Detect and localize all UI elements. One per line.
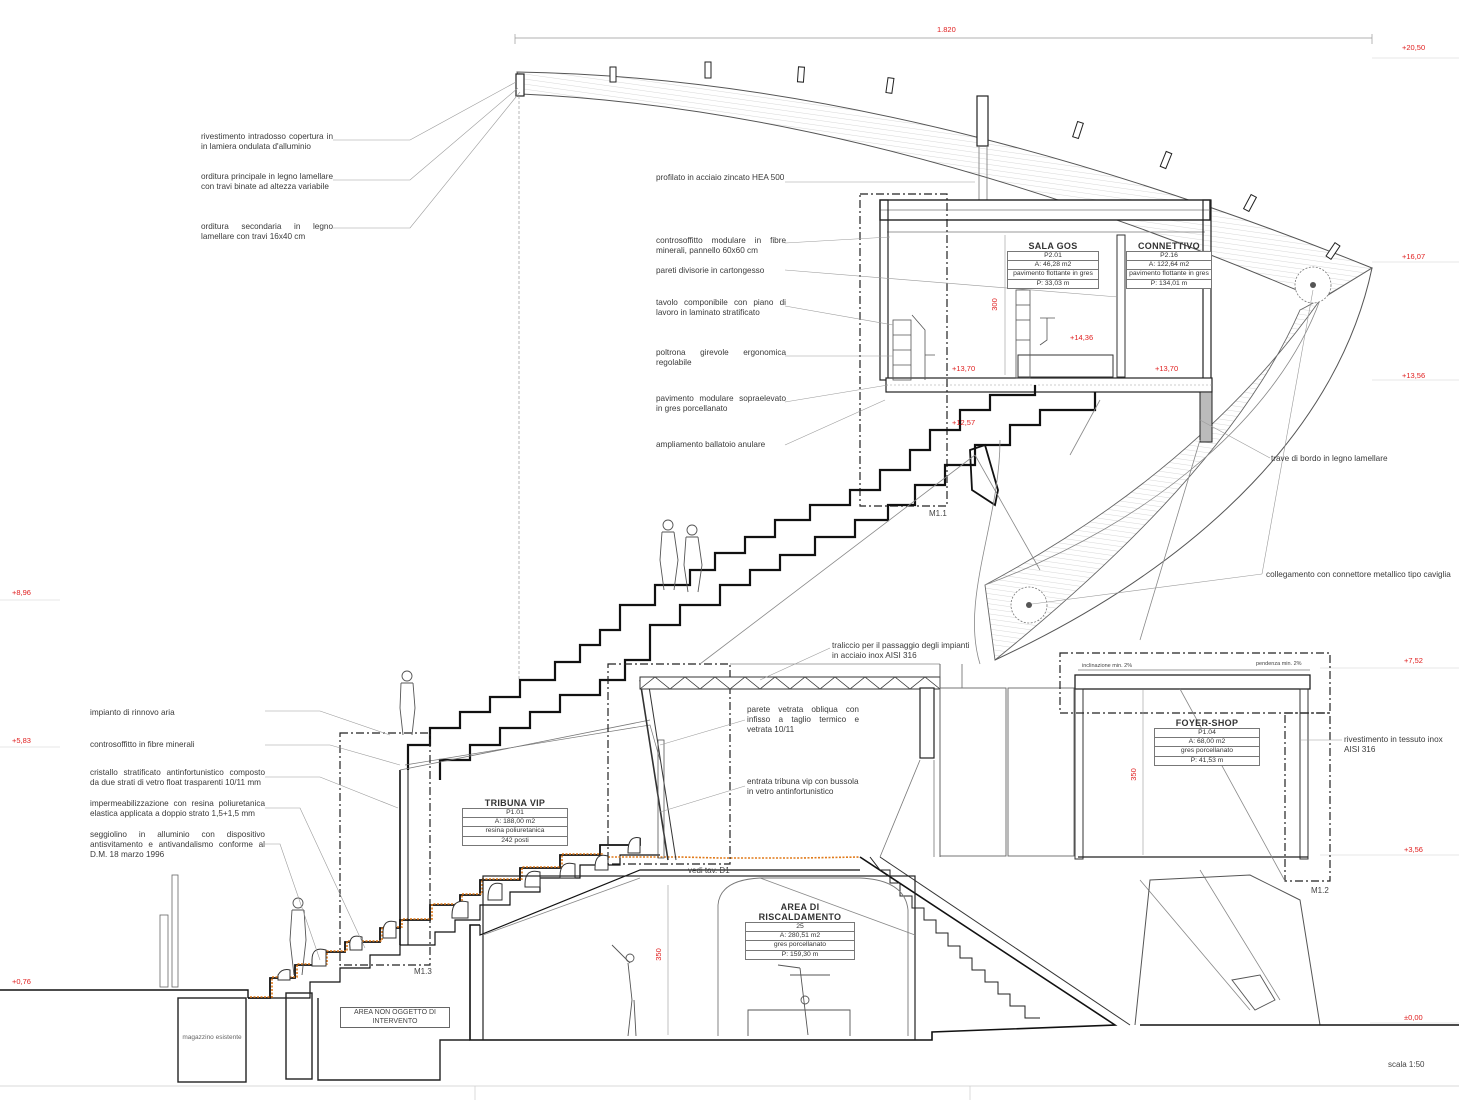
room-line: pavimento flottante in gres <box>1008 269 1098 278</box>
label-impianto-rinnovo: impianto di rinnovo aria <box>90 708 175 717</box>
room-line: P2.01 <box>1008 251 1098 260</box>
room-line: A: 188,00 m2 <box>463 817 567 826</box>
tag-m13: M1.3 <box>414 967 432 976</box>
label-rivestimento: rivestimento intradosso copertura in in … <box>201 132 333 151</box>
label-controsoffitto-fibre: controsoffitto in fibre minerali <box>90 740 195 749</box>
label-orditura-principale: orditura principale in legno lamellare c… <box>201 172 333 191</box>
level-076: +0,76 <box>12 977 31 986</box>
tag-magazzino: magazzino esistente <box>182 1034 242 1041</box>
room-line: gres porcellanato <box>1155 746 1259 755</box>
room-line: A: 280,51 m2 <box>746 931 854 940</box>
room-line: A: 68,00 m2 <box>1155 737 1259 746</box>
level-583: +5,83 <box>12 736 31 745</box>
dim-350-warmup: 350 <box>653 948 663 961</box>
level-1607: +16,07 <box>1402 252 1426 261</box>
label-tavolo: tavolo componibile con piano di lavoro i… <box>656 298 786 317</box>
room-line: A: 46,28 m2 <box>1008 260 1098 269</box>
top-span-dimension: 1.820 <box>937 25 956 34</box>
level-752: +7,52 <box>1404 656 1423 665</box>
room-line: gres porcellanato <box>746 940 854 949</box>
leader-lines <box>265 81 1342 961</box>
tag-area-non-oggetto: AREA NON OGGETTO DI INTERVENTO <box>340 1007 450 1028</box>
tag-pendenza: pendenza min. 2% <box>1256 661 1302 667</box>
dim-350-foyer: 350 <box>1128 768 1138 781</box>
room-line: pavimento flottante in gres <box>1127 269 1211 278</box>
room-foyer-shop: FOYER-SHOP P1.04 A: 68,00 m2 gres porcel… <box>1154 718 1260 766</box>
room-line: P: 159,30 m <box>746 949 854 959</box>
room-line: P1.04 <box>1155 728 1259 737</box>
level-1370-left: +13,70 <box>952 364 976 373</box>
room-name: FOYER-SHOP <box>1175 718 1239 728</box>
label-poltrona: poltrona girevole ergonomica regolabile <box>656 348 786 367</box>
level-000: ±0,00 <box>1404 1013 1423 1022</box>
room-tribuna-vip: TRIBUNA VIP P1.01 A: 188,00 m2 resina po… <box>462 798 568 846</box>
room-name: AREA DI RISCALDAMENTO <box>758 902 842 922</box>
room-line: 25 <box>746 922 854 931</box>
human-figures <box>289 519 830 1037</box>
stairs <box>248 385 1097 999</box>
room-line: P: 134,01 m <box>1127 278 1211 288</box>
gymnast-2 <box>777 964 830 1036</box>
label-seggiolino: seggiolino in alluminio con dispositivo … <box>90 830 265 859</box>
room-line: P: 41,53 m <box>1155 755 1259 765</box>
person-lower <box>289 897 307 976</box>
room-name: TRIBUNA VIP <box>484 798 546 808</box>
person-upper-2 <box>683 524 703 593</box>
person-upper-1 <box>659 519 679 591</box>
top-dimension <box>514 34 1373 44</box>
level-1370-right: +13,70 <box>1155 364 1179 373</box>
foyer-shop-box <box>1059 652 1331 882</box>
foyer-glazing <box>879 664 1075 858</box>
room-name: CONNETTIVO <box>1137 241 1200 251</box>
label-entrata-tribuna: entrata tribuna vip con bussola in vetro… <box>747 777 859 796</box>
room-line: P: 33,03 m <box>1008 278 1098 288</box>
upper-floor <box>859 193 1213 507</box>
level-lines <box>0 57 1459 1024</box>
level-1356: +13,56 <box>1402 371 1426 380</box>
room-line: resina poliuretanica <box>463 826 567 835</box>
roof-shell <box>515 61 1374 680</box>
room-line: A: 122,64 m2 <box>1127 260 1211 269</box>
room-sala-gos: SALA GOS P2.01 A: 46,28 m2 pavimento flo… <box>1007 241 1099 289</box>
label-controsoffitto-modulare: controsoffitto modulare in fibre mineral… <box>656 236 786 255</box>
label-collegamento: collegamento con connettore metallico ti… <box>1266 570 1451 579</box>
room-line: 242 posti <box>463 835 567 845</box>
label-rivestimento-inox: rivestimento in tessuto inox AISI 316 <box>1344 735 1443 754</box>
lower-structure <box>0 856 1459 1100</box>
seats <box>277 837 641 981</box>
label-traliccio: traliccio per il passaggio degli impiant… <box>832 641 970 660</box>
label-pareti-divisorie: pareti divisorie in cartongesso <box>656 266 765 275</box>
label-parete-vetrata: parete vetrata obliqua con infisso a tag… <box>747 705 859 734</box>
dim-300: 300 <box>989 298 999 311</box>
dimension-lines <box>667 235 1144 1035</box>
label-cristallo: cristallo stratificato antinfortunistico… <box>90 768 265 787</box>
level-896: +8,96 <box>12 588 31 597</box>
room-area-riscaldamento: AREA DI RISCALDAMENTO 25 A: 280,51 m2 gr… <box>745 902 855 960</box>
label-trave-bordo: trave di bordo in legno lamellare <box>1271 454 1388 463</box>
room-line: P1.01 <box>463 808 567 817</box>
label-orditura-secondaria: orditura secondaria in legno lamellare c… <box>201 222 333 241</box>
tag-scala: scala 1:50 <box>1388 1060 1425 1069</box>
label-pavimento-modulare: pavimento modulare sopraelevato in gres … <box>656 394 786 413</box>
level-356: +3,56 <box>1404 845 1423 854</box>
label-ampliamento: ampliamento ballatoio anulare <box>656 440 766 449</box>
gymnast-1 <box>611 944 637 1037</box>
level-1436: +14,36 <box>1070 333 1094 342</box>
tag-m11: M1.1 <box>929 509 947 518</box>
level-2050: +20,50 <box>1402 43 1426 52</box>
tag-inclinazione: inclinazione min. 2% <box>1082 663 1133 669</box>
diagonals <box>699 399 1281 1011</box>
room-line: P2.16 <box>1127 251 1211 260</box>
person-mid <box>399 670 416 736</box>
label-impermeabilizzazione: impermeabilizzazione con resina poliuret… <box>90 799 265 818</box>
level-1257: +12,57 <box>952 418 976 427</box>
tag-vedi-tav: vedi tav. D1 <box>688 866 730 875</box>
room-connettivo: CONNETTIVO P2.16 A: 122,64 m2 pavimento … <box>1126 241 1212 289</box>
tag-m12: M1.2 <box>1311 886 1329 895</box>
tribuna-structure <box>339 663 731 966</box>
truss <box>639 663 941 857</box>
label-profilato: profilato in acciaio zincato HEA 500 <box>656 173 785 182</box>
room-name: SALA GOS <box>1028 241 1078 251</box>
